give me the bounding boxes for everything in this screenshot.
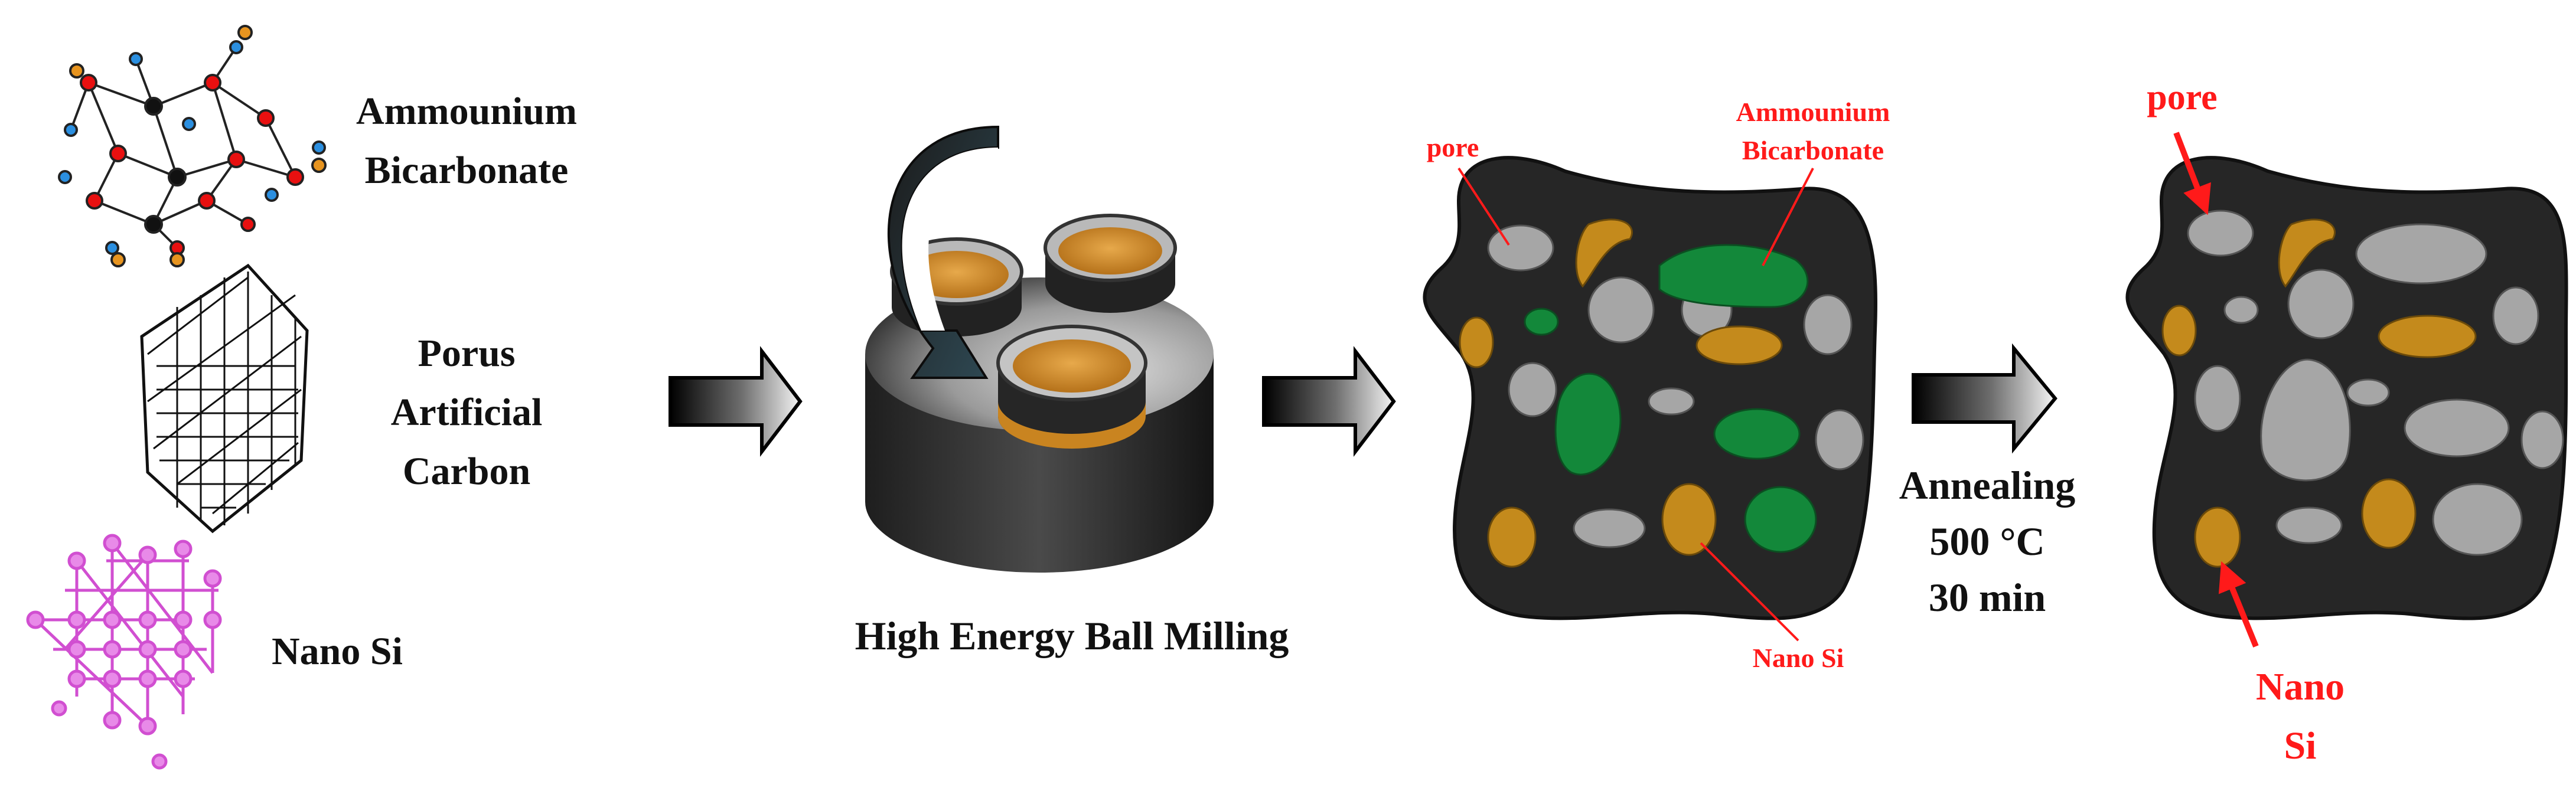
ball-mill-icon bbox=[865, 125, 1214, 573]
composite-pore-label: pore bbox=[1427, 132, 1479, 162]
ammonium-bicarbonate-label-line2: Bicarbonate bbox=[365, 149, 569, 192]
final-nano-si-label-line1: Nano bbox=[2256, 665, 2345, 708]
porous-carbon-label-line2: Artificial bbox=[391, 391, 543, 434]
ammonium-bicarbonate-label-line1: Ammounium bbox=[356, 90, 577, 133]
process-arrow-3-icon bbox=[1912, 343, 2057, 454]
final-pore-pointer-arrow bbox=[2173, 132, 2211, 215]
composite-after-annealing-icon bbox=[2125, 156, 2568, 620]
composite-before-annealing-icon bbox=[1423, 156, 1877, 620]
porous-carbon-lattice-icon bbox=[140, 263, 309, 534]
composite-ammonium-label-line1: Ammounium bbox=[1736, 97, 1890, 127]
nano-si-pointer-line bbox=[1700, 542, 1799, 642]
annealing-label: Annealing bbox=[1899, 463, 2076, 508]
nano-si-label: Nano Si bbox=[272, 630, 403, 673]
annealing-time-label: 30 min bbox=[1929, 575, 2046, 620]
annealing-temperature-label: 500 °C bbox=[1929, 519, 2045, 564]
final-nano-si-label-line2: Si bbox=[2284, 724, 2316, 767]
ammonium-bicarbonate-molecule-icon bbox=[58, 25, 327, 267]
final-pore-label: pore bbox=[2147, 77, 2217, 117]
process-arrow-1-icon bbox=[669, 346, 803, 457]
ball-milling-label: High Energy Ball Milling bbox=[855, 613, 1289, 658]
nano-si-crystal-icon bbox=[26, 534, 222, 770]
porous-carbon-label-line3: Carbon bbox=[403, 450, 530, 493]
process-arrow-2-icon bbox=[1262, 346, 1396, 457]
porous-carbon-label-line1: Porus bbox=[418, 332, 516, 375]
pore-pointer-line bbox=[1457, 167, 1510, 246]
composite-nano-si-label: Nano Si bbox=[1753, 643, 1844, 673]
final-nano-si-pointer-arrow bbox=[2218, 561, 2259, 648]
composite-ammonium-label-line2: Bicarbonate bbox=[1742, 135, 1884, 165]
ammonium-pointer-line bbox=[1762, 168, 1814, 266]
